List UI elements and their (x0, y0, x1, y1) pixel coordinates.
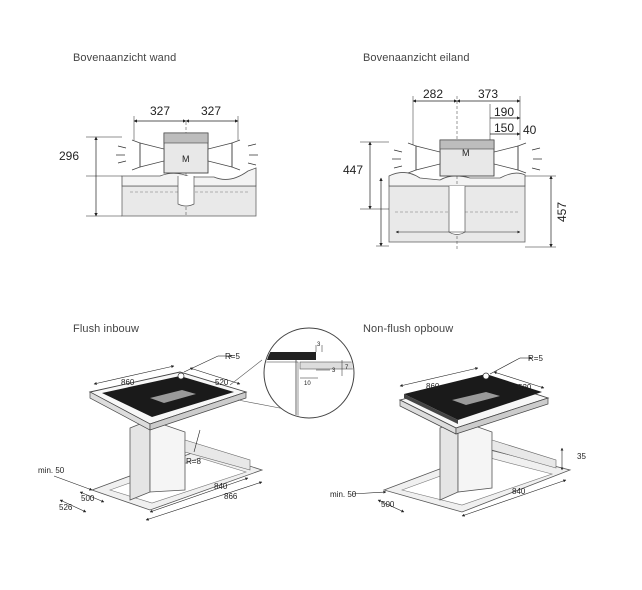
island-dim-447: 447 (343, 163, 363, 177)
wall-dim-327-left: 327 (150, 104, 170, 118)
nonflush-dim-35: 35 (577, 452, 586, 461)
flush-dim-500: 500 (81, 494, 95, 503)
flush-dim-520: 520 (215, 378, 229, 387)
wall-dim-327-right: 327 (201, 104, 221, 118)
flush-dim-840: 840 (214, 482, 228, 491)
flush-dim-526: 526 (59, 503, 73, 512)
island-dim-282: 282 (423, 87, 443, 101)
wall-dim-296: 296 (59, 149, 79, 163)
nonflush-install-diagram: 860 520 R=5 35 min. 50 500 840 (330, 354, 586, 517)
island-dim-150: 150 (494, 121, 514, 135)
island-dim-457: 457 (555, 202, 569, 222)
nonflush-dim-860: 860 (426, 382, 440, 391)
flush-detail-3b: 3 (332, 368, 336, 374)
wall-top-view-diagram: M 327 327 296 (59, 104, 258, 217)
wall-motor-label: M (182, 154, 190, 164)
flush-r5: R=5 (225, 352, 240, 361)
island-dim-190: 190 (494, 105, 514, 119)
title-wall-top-view: Bovenaanzicht wand (73, 52, 177, 64)
flush-dim-866: 866 (224, 492, 238, 501)
flush-r8: R=8 (186, 457, 201, 466)
flush-min50: min. 50 (38, 466, 65, 475)
flush-detail-7: 7 (345, 365, 349, 371)
island-dim-40: 40 (523, 123, 537, 137)
nonflush-dim-500: 500 (381, 500, 395, 509)
nonflush-r5: R=5 (528, 354, 543, 363)
flush-detail-3: 3 (317, 342, 321, 348)
nonflush-dim-520: 520 (518, 383, 532, 392)
title-nonflush-install: Non-flush opbouw (363, 323, 454, 335)
nonflush-dim-840: 840 (512, 487, 526, 496)
flush-detail-10: 10 (304, 381, 311, 387)
island-top-view-diagram: M 282 373 190 150 40 447 457 (343, 87, 569, 250)
title-island-top-view: Bovenaanzicht eiland (363, 52, 470, 64)
nonflush-min50: min. 50 (330, 490, 357, 499)
island-dim-373: 373 (478, 87, 498, 101)
flush-install-diagram: 860 520 R=5 R=8 min. 50 500 526 840 866 … (38, 327, 355, 521)
island-motor-label: M (462, 148, 470, 158)
title-flush-install: Flush inbouw (73, 323, 140, 335)
flush-dim-860: 860 (121, 378, 135, 387)
